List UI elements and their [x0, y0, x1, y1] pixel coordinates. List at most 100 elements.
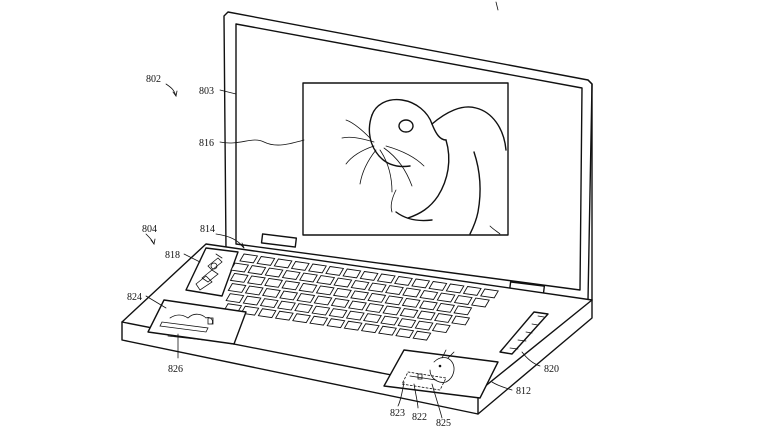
label-826: 826 — [168, 364, 183, 375]
label-812: 812 — [516, 386, 531, 397]
keyboard-key — [325, 266, 345, 276]
keyboard-key — [262, 288, 281, 298]
keyboard-key — [294, 303, 314, 314]
keyboard-key — [376, 273, 396, 284]
keyboard-key — [431, 323, 451, 334]
label-820: 820 — [544, 364, 559, 375]
keyboard-key — [281, 280, 301, 291]
keyboard-key — [412, 330, 432, 341]
touch-strip — [185, 247, 239, 297]
keyboard-key — [229, 272, 249, 283]
keyboard-key — [273, 258, 293, 269]
keyboard-key — [394, 276, 413, 286]
keyboard-key — [395, 328, 415, 339]
label-823: 823 — [390, 408, 405, 419]
keyboard-key — [333, 277, 353, 288]
keyboard-key — [451, 315, 471, 326]
keyboard-key — [227, 283, 247, 293]
keyboard-key — [264, 267, 284, 278]
keyboard-key — [246, 275, 266, 286]
label-822: 822 — [412, 412, 427, 423]
keyboard-key — [259, 298, 279, 309]
keyboard-key — [453, 295, 473, 305]
keyboard-key — [326, 318, 346, 329]
label-825: 825 — [436, 418, 451, 429]
keyboard-key — [274, 310, 294, 321]
keyboard-key — [264, 277, 284, 288]
keyboard-key — [350, 280, 370, 290]
keyboard-key — [313, 295, 333, 306]
keyboard-key — [281, 270, 301, 280]
keyboard-key — [399, 308, 419, 318]
keyboard-key — [342, 268, 362, 279]
label-803: 803 — [199, 86, 214, 97]
keyboard-key — [365, 303, 385, 313]
label-816: 816 — [199, 138, 214, 149]
keyboard-key — [345, 310, 365, 321]
keyboard-key — [230, 262, 250, 273]
leader-lines — [145, 83, 541, 419]
label-802: 802 — [146, 74, 161, 85]
left-trackpad — [147, 299, 247, 345]
keyboard-key — [244, 285, 264, 296]
keyboard-key — [277, 300, 296, 311]
keyboard-key — [367, 282, 387, 293]
keyboard-key — [256, 256, 276, 266]
keyboard-key — [436, 292, 456, 303]
keyboard-key — [343, 320, 363, 331]
right-trackpad — [383, 349, 499, 399]
keyboard-key — [328, 308, 348, 319]
keyboard-key — [239, 253, 259, 264]
keyboard-key — [378, 325, 397, 336]
keyboard-key — [397, 318, 417, 329]
display-screen — [235, 23, 583, 291]
keyboard-key — [257, 308, 277, 319]
keyboard-key — [411, 278, 431, 289]
keyboard-key — [380, 315, 400, 326]
keyboard-key — [471, 297, 490, 308]
keyboard-key — [402, 287, 422, 298]
keyboard-key — [225, 293, 245, 304]
keyboard-key — [414, 320, 434, 331]
keyboard-key — [359, 271, 379, 281]
keyboard-key — [445, 283, 465, 294]
keyboard-key — [401, 297, 421, 308]
keyboard-key — [242, 295, 262, 306]
keyboard — [223, 253, 499, 341]
keyboard-key — [384, 295, 404, 306]
rabbit-drawing — [341, 98, 507, 235]
label-824: 824 — [127, 292, 142, 303]
keyboard-key — [350, 290, 370, 301]
label-814: 814 — [200, 224, 215, 235]
keyboard-key — [299, 272, 318, 283]
reference-numerals: 802 803 816 804 814 818 824 826 820 812 … — [127, 74, 559, 429]
keyboard-key — [298, 282, 318, 293]
keyboard-key — [480, 288, 499, 299]
keyboard-key — [315, 285, 335, 296]
keyboard-key — [360, 323, 380, 334]
keyboard-key — [434, 313, 453, 323]
keyboard-key — [348, 300, 367, 311]
keyboard-key — [296, 293, 316, 303]
keyboard-key — [308, 263, 327, 274]
keyboard-key — [311, 305, 331, 316]
keyboard-key — [462, 286, 482, 296]
displayed-image — [302, 82, 509, 236]
keyboard-key — [382, 305, 402, 316]
keyboard-key — [385, 285, 404, 295]
keyboard-key — [453, 305, 473, 316]
label-804: 804 — [142, 224, 157, 235]
keyboard-key — [247, 265, 267, 275]
keyboard-key — [292, 313, 311, 324]
keyboard-key — [418, 300, 438, 311]
keyboard-key — [316, 275, 336, 285]
keyboard-key — [332, 287, 352, 298]
keyboard-key — [419, 290, 439, 300]
keyboard-key — [428, 281, 448, 291]
keyboard-key — [290, 261, 310, 271]
side-strip — [499, 311, 549, 355]
keyboard-key — [279, 290, 299, 301]
label-818: 818 — [165, 250, 180, 261]
keyboard-key — [309, 315, 329, 326]
keyboard-key — [436, 302, 456, 313]
